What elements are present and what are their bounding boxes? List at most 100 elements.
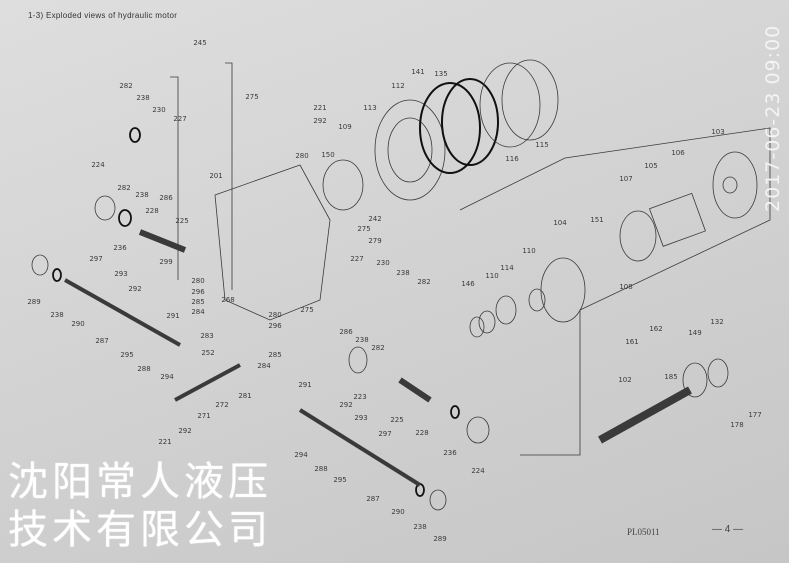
plug-224 <box>94 195 116 221</box>
cover-bore <box>387 117 433 183</box>
part-label-275: 275 <box>357 225 370 233</box>
part-label-161: 161 <box>625 338 638 346</box>
part-label-110: 110 <box>522 247 535 255</box>
retainer-plate-107 <box>619 210 657 262</box>
part-label-115: 115 <box>535 141 548 149</box>
leader-line <box>225 62 233 290</box>
part-label-268: 268 <box>221 296 234 304</box>
part-label-107: 107 <box>619 175 632 183</box>
part-label-299: 299 <box>159 258 172 266</box>
bearing-149 <box>682 362 708 398</box>
swash-bore <box>722 176 738 194</box>
cover-flange <box>374 99 446 201</box>
part-label-294: 294 <box>294 451 308 459</box>
part-label-288: 288 <box>137 365 150 373</box>
o-ring-238b <box>52 268 62 282</box>
part-label-238: 238 <box>355 336 368 344</box>
part-label-146: 146 <box>461 280 475 288</box>
part-label-201: 201 <box>209 172 222 180</box>
part-label-162: 162 <box>649 325 662 333</box>
part-label-238: 238 <box>396 269 409 277</box>
washer-110 <box>528 288 546 312</box>
part-label-289: 289 <box>27 298 40 306</box>
part-label-108: 108 <box>619 283 632 291</box>
brake-piston-109 <box>322 159 364 211</box>
part-label-114: 114 <box>500 264 514 272</box>
leader-line <box>170 76 179 280</box>
o-ring-236 <box>118 209 132 227</box>
snap-ring-146 <box>469 316 485 338</box>
part-label-294: 294 <box>160 373 174 381</box>
plug-289 <box>31 254 49 276</box>
part-label-178: 178 <box>730 421 743 429</box>
part-label-291: 291 <box>298 381 311 389</box>
o-ring-236b <box>450 405 460 419</box>
part-label-292: 292 <box>178 427 191 435</box>
part-label-223: 223 <box>353 393 366 401</box>
part-label-279: 279 <box>368 237 381 245</box>
part-label-290: 290 <box>391 508 404 516</box>
part-label-293: 293 <box>354 414 367 422</box>
part-label-106: 106 <box>671 149 685 157</box>
spool-271 <box>174 363 241 402</box>
part-label-271: 271 <box>197 412 210 420</box>
relief-valve-spool-2 <box>298 408 422 487</box>
part-label-292: 292 <box>313 117 326 125</box>
swash-plate-103 <box>712 151 758 219</box>
part-label-295: 295 <box>333 476 346 484</box>
part-label-286: 286 <box>339 328 353 336</box>
part-label-102: 102 <box>618 376 631 384</box>
drawing-code: PL05011 <box>627 527 660 537</box>
drive-shaft-102 <box>598 386 692 444</box>
part-label-272: 272 <box>215 401 228 409</box>
part-label-228: 228 <box>415 429 428 437</box>
spool-223 <box>348 346 368 374</box>
o-ring-135 <box>441 78 499 166</box>
part-label-282: 282 <box>117 184 130 192</box>
part-label-105: 105 <box>644 162 657 170</box>
part-label-225: 225 <box>390 416 403 424</box>
plug-224b <box>466 416 490 444</box>
part-label-135: 135 <box>434 70 447 78</box>
part-label-132: 132 <box>710 318 723 326</box>
plug-289b <box>429 489 447 511</box>
part-label-238: 238 <box>136 94 149 102</box>
part-label-296: 296 <box>268 322 282 330</box>
part-label-109: 109 <box>338 123 351 131</box>
part-label-149: 149 <box>688 329 701 337</box>
part-label-284: 284 <box>257 362 271 370</box>
part-label-292: 292 <box>339 401 352 409</box>
part-label-224: 224 <box>471 467 485 475</box>
part-label-103: 103 <box>711 128 724 136</box>
part-label-284: 284 <box>191 308 205 316</box>
part-label-112: 112 <box>391 82 404 90</box>
part-label-110: 110 <box>485 272 498 280</box>
part-label-297: 297 <box>378 430 391 438</box>
part-label-293: 293 <box>114 270 127 278</box>
part-label-292: 292 <box>128 285 141 293</box>
part-label-224: 224 <box>91 161 105 169</box>
separator-plate-115 <box>501 59 559 141</box>
part-label-280: 280 <box>295 152 308 160</box>
part-label-230: 230 <box>376 259 389 267</box>
part-label-242: 242 <box>368 215 381 223</box>
part-label-281: 281 <box>238 392 251 400</box>
part-label-252: 252 <box>201 349 214 357</box>
part-label-287: 287 <box>95 337 108 345</box>
part-label-113: 113 <box>363 104 376 112</box>
part-label-238: 238 <box>135 191 148 199</box>
cylinder-block-104 <box>540 257 586 323</box>
motor-housing <box>214 164 331 321</box>
part-label-286: 286 <box>159 194 173 202</box>
part-label-221: 221 <box>158 438 171 446</box>
part-label-185: 185 <box>664 373 677 381</box>
piston-set-105 <box>648 192 706 247</box>
part-label-221: 221 <box>313 104 326 112</box>
part-label-291: 291 <box>166 312 179 320</box>
part-label-288: 288 <box>314 465 327 473</box>
part-label-238: 238 <box>413 523 426 531</box>
part-label-289: 289 <box>433 535 446 543</box>
part-label-236: 236 <box>113 244 127 252</box>
o-ring-238 <box>129 127 141 143</box>
o-ring-238c <box>415 483 425 497</box>
